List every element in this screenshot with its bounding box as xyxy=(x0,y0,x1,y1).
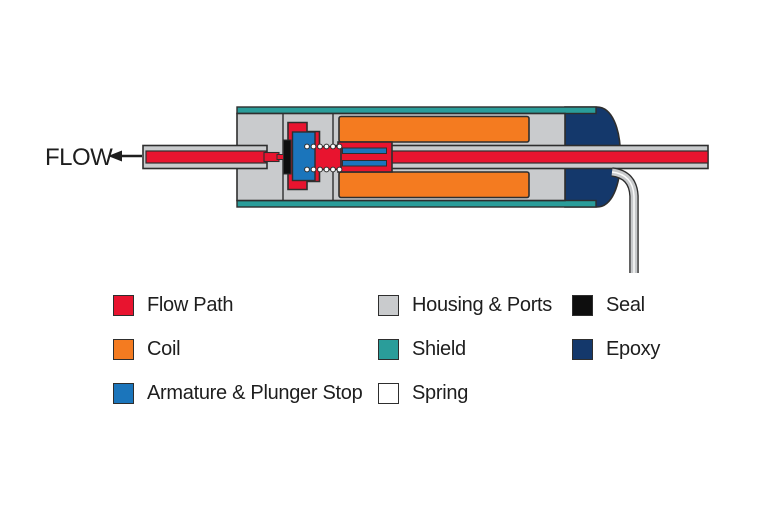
plunger-stop-top xyxy=(342,147,387,154)
flow-arrow xyxy=(108,150,142,162)
flow-label: FLOW xyxy=(45,144,113,171)
inlet-flow-path xyxy=(145,150,267,164)
spring-bottom xyxy=(304,166,343,173)
shield-top xyxy=(236,106,597,115)
armature xyxy=(291,131,316,182)
spring-top xyxy=(304,143,343,150)
plunger-flow-body xyxy=(337,141,393,173)
plunger-stop-bottom xyxy=(342,160,387,167)
shield-bottom xyxy=(236,199,597,208)
seal xyxy=(283,139,292,175)
lead-wire-highlight xyxy=(611,171,635,273)
coil-bottom xyxy=(338,171,530,199)
coil-top xyxy=(338,115,530,143)
lead-wire xyxy=(611,167,639,273)
